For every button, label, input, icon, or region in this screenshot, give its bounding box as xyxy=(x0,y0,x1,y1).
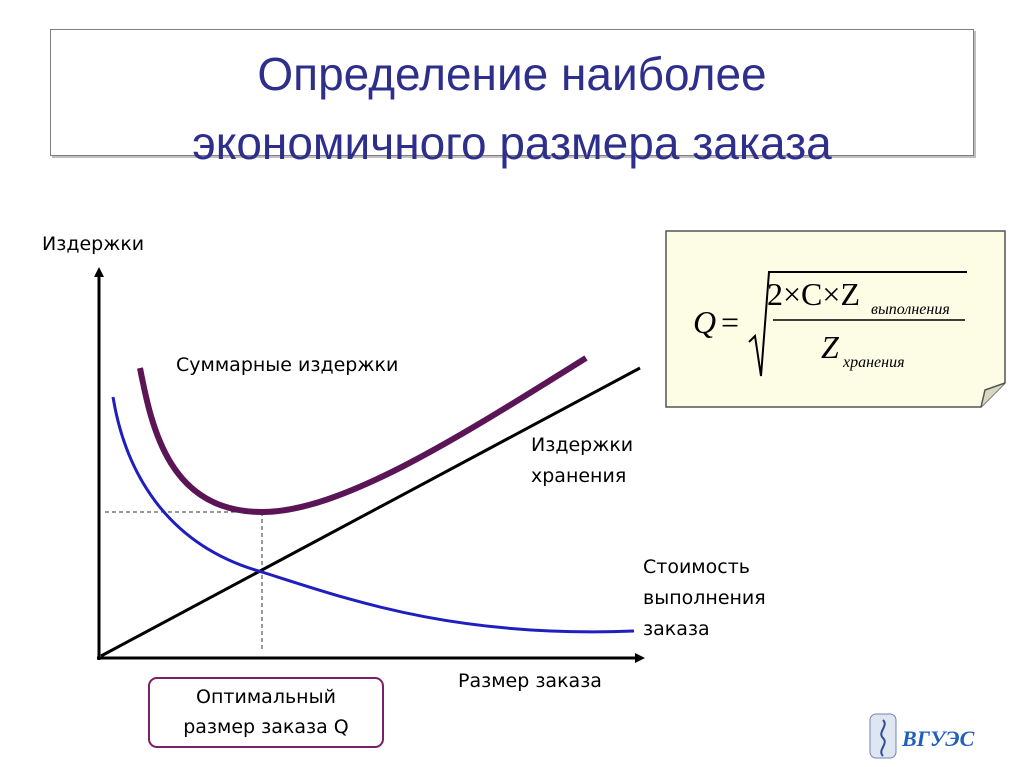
formula-denominator-sub: хранения xyxy=(843,354,905,371)
formula-card: Q = 2×C×Z выполнения Z хранения xyxy=(665,230,1006,408)
formula-denominator: Z xyxy=(821,329,839,365)
holding-cost-line xyxy=(100,366,641,658)
formula-numerator: 2×C×Z xyxy=(767,276,860,312)
title-line-2: экономичного размера заказа xyxy=(192,117,832,169)
title-line-1: Определение наиболее xyxy=(257,48,767,100)
optimal-line-2: размер заказа Q xyxy=(183,716,349,738)
y-axis-label: Издержки xyxy=(42,233,145,255)
logo-text: ВГУЭС xyxy=(901,726,975,751)
optimal-line-1: Оптимальный xyxy=(196,686,336,708)
university-logo: ВГУЭС xyxy=(866,712,986,762)
total-cost-curve xyxy=(137,355,588,516)
order-cost-label-2: выполнения xyxy=(643,587,766,609)
formula-card-shape xyxy=(665,230,1006,408)
formula-lhs: Q xyxy=(693,304,717,340)
x-axis-label: Размер заказа xyxy=(458,670,602,692)
total-cost-label: Суммарные издержки xyxy=(176,354,399,376)
logo-emblem-icon: ВГУЭС xyxy=(869,713,975,759)
optimal-order-box: Оптимальный размер заказа Q xyxy=(148,677,384,748)
order-cost-curve xyxy=(111,396,635,634)
order-cost-label-1: Стоимость xyxy=(643,556,750,578)
holding-cost-label-1: Издержки xyxy=(531,434,634,456)
formula-numerator-sub: выполнения xyxy=(871,301,950,318)
holding-cost-label-2: хранения xyxy=(531,465,627,487)
formula-equals: = xyxy=(721,304,740,340)
order-cost-label-3: заказа xyxy=(643,618,710,640)
title-box: Определение наиболее экономичного размер… xyxy=(50,29,974,169)
radical-sign xyxy=(748,271,967,377)
